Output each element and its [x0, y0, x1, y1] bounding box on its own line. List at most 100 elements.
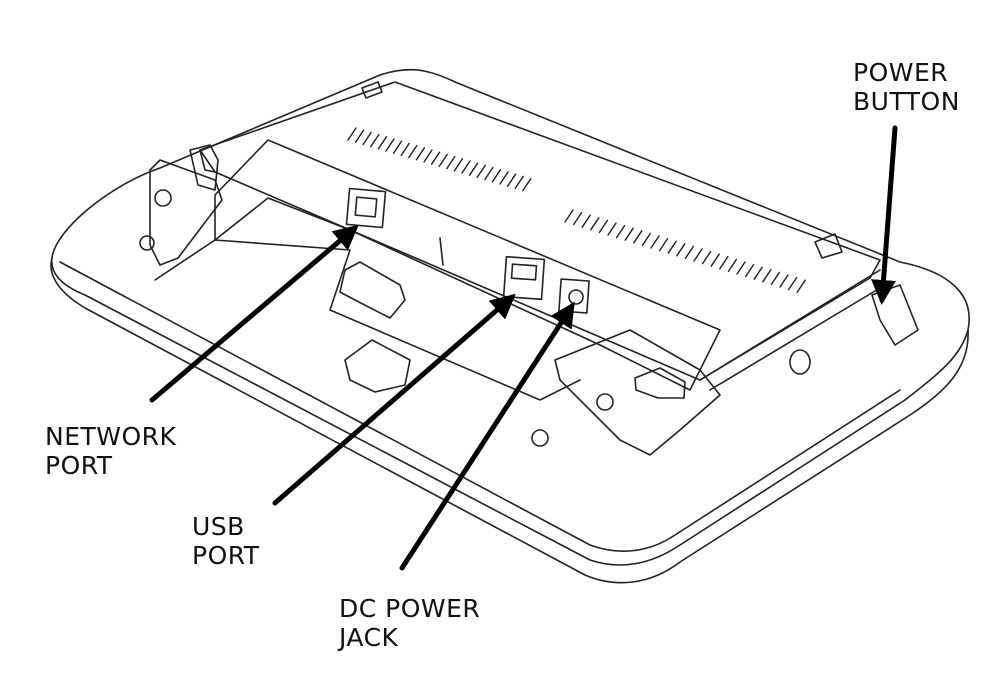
- power-button-label-line2: BUTTON: [853, 87, 960, 116]
- vent-slot: [744, 263, 755, 278]
- vent-slot: [484, 166, 494, 181]
- vent-slot: [453, 158, 464, 172]
- vent-slot: [641, 232, 652, 247]
- vent-slot: [770, 271, 781, 286]
- vent-slot: [499, 171, 509, 185]
- screw-right-lower: [531, 429, 549, 447]
- vent-slot: [377, 136, 388, 150]
- vent-slot: [727, 258, 738, 273]
- vent-slot: [476, 164, 486, 179]
- top-left-tab: [361, 81, 383, 99]
- vent-slot: [762, 269, 772, 283]
- vent-slot: [423, 149, 433, 163]
- vent-group-lower: [564, 209, 806, 293]
- network-port-label: NETWORK PORT: [45, 422, 176, 480]
- usb-port-arrow: [272, 293, 516, 506]
- device-body: [50, 68, 970, 584]
- vent-slot: [430, 151, 441, 165]
- left-foot: [149, 159, 223, 266]
- vent-slot: [354, 129, 365, 143]
- dc-power-jack-label-line1: DC POWER: [339, 594, 481, 623]
- power-button-arrow: [871, 125, 898, 305]
- usb-port-label-line2: PORT: [192, 541, 260, 570]
- vent-slot: [701, 250, 712, 265]
- vent-slot: [650, 235, 660, 249]
- network-port-jack: [345, 187, 387, 229]
- top-right-tab: [814, 233, 843, 259]
- vent-slot: [736, 261, 746, 275]
- dc-jack-pin: [568, 289, 584, 305]
- center-clip: [339, 261, 406, 319]
- network-port-inner: [354, 196, 378, 218]
- network-port-label-line1: NETWORK: [45, 422, 177, 451]
- vent-slot: [415, 147, 426, 161]
- vent-group-upper: [347, 127, 532, 192]
- vent-slot: [370, 133, 380, 148]
- vent-slot: [385, 138, 395, 152]
- usb-port-label-line1: USB: [192, 512, 245, 541]
- vent-slot: [446, 155, 456, 170]
- vent-slot: [779, 274, 789, 288]
- vent-slot: [658, 237, 669, 252]
- right-foot: [554, 329, 721, 456]
- vent-slot: [590, 217, 600, 231]
- vent-slot: [522, 177, 532, 192]
- vent-slot: [572, 211, 583, 226]
- power-button-shape: [871, 284, 919, 346]
- vent-slot: [581, 214, 591, 228]
- right-foot-tab: [634, 367, 686, 399]
- right-edge-line-2: [709, 284, 886, 391]
- vent-slot: [438, 153, 448, 168]
- device-bottom-rim: [50, 257, 969, 584]
- screw-left-lower: [139, 235, 155, 251]
- vent-slot: [615, 224, 626, 239]
- vent-slot: [564, 209, 574, 223]
- vent-slot: [796, 279, 806, 293]
- divider-pin: [439, 237, 444, 266]
- vent-slot: [624, 227, 634, 241]
- vent-slot: [408, 144, 418, 159]
- power-button-label: POWER BUTTON: [853, 58, 960, 116]
- dc-power-jack-arrow: [399, 301, 575, 571]
- port-recess-floor: [154, 239, 581, 401]
- vent-slot: [710, 253, 720, 267]
- vent-slot: [719, 256, 729, 270]
- port-recess: [214, 139, 721, 391]
- vent-slot: [693, 248, 703, 262]
- power-button-label-line1: POWER: [853, 58, 949, 87]
- dc-power-jack-label-line2: JACK: [339, 623, 399, 652]
- vent-slot: [514, 175, 524, 190]
- network-port-arrow: [149, 224, 359, 403]
- vent-slot: [468, 162, 479, 176]
- usb-port-inner: [510, 263, 538, 281]
- right-edge-line: [699, 269, 881, 381]
- usb-port-jack: [502, 255, 546, 301]
- screw-right-upper: [596, 393, 614, 411]
- vent-slot: [667, 240, 677, 254]
- vent-slot: [787, 276, 798, 291]
- device-rim-inner: [59, 261, 901, 552]
- vent-slot: [461, 160, 471, 174]
- device-top-panel: [199, 81, 881, 381]
- side-hole: [789, 349, 811, 375]
- lower-clip: [344, 339, 411, 393]
- screw-left-upper: [154, 189, 172, 207]
- vent-slot: [676, 243, 686, 257]
- vent-slot: [506, 173, 517, 187]
- dc-jack-housing: [558, 278, 590, 314]
- device-top-panel-edge: [199, 149, 216, 173]
- vent-slot: [491, 169, 502, 183]
- device-outer-shell: [51, 68, 970, 566]
- dc-power-jack-label: DC POWER JACK: [339, 594, 480, 652]
- top-vent-slots: [347, 127, 806, 293]
- vent-slot: [633, 230, 643, 244]
- vent-slot: [400, 142, 410, 157]
- vent-slot: [753, 266, 763, 280]
- vent-slot: [598, 219, 609, 234]
- vent-slot: [347, 127, 357, 141]
- usb-port-label: USB PORT: [192, 512, 260, 570]
- vent-slot: [684, 245, 695, 260]
- network-port-label-line2: PORT: [45, 451, 113, 480]
- left-foot-tab: [189, 144, 219, 191]
